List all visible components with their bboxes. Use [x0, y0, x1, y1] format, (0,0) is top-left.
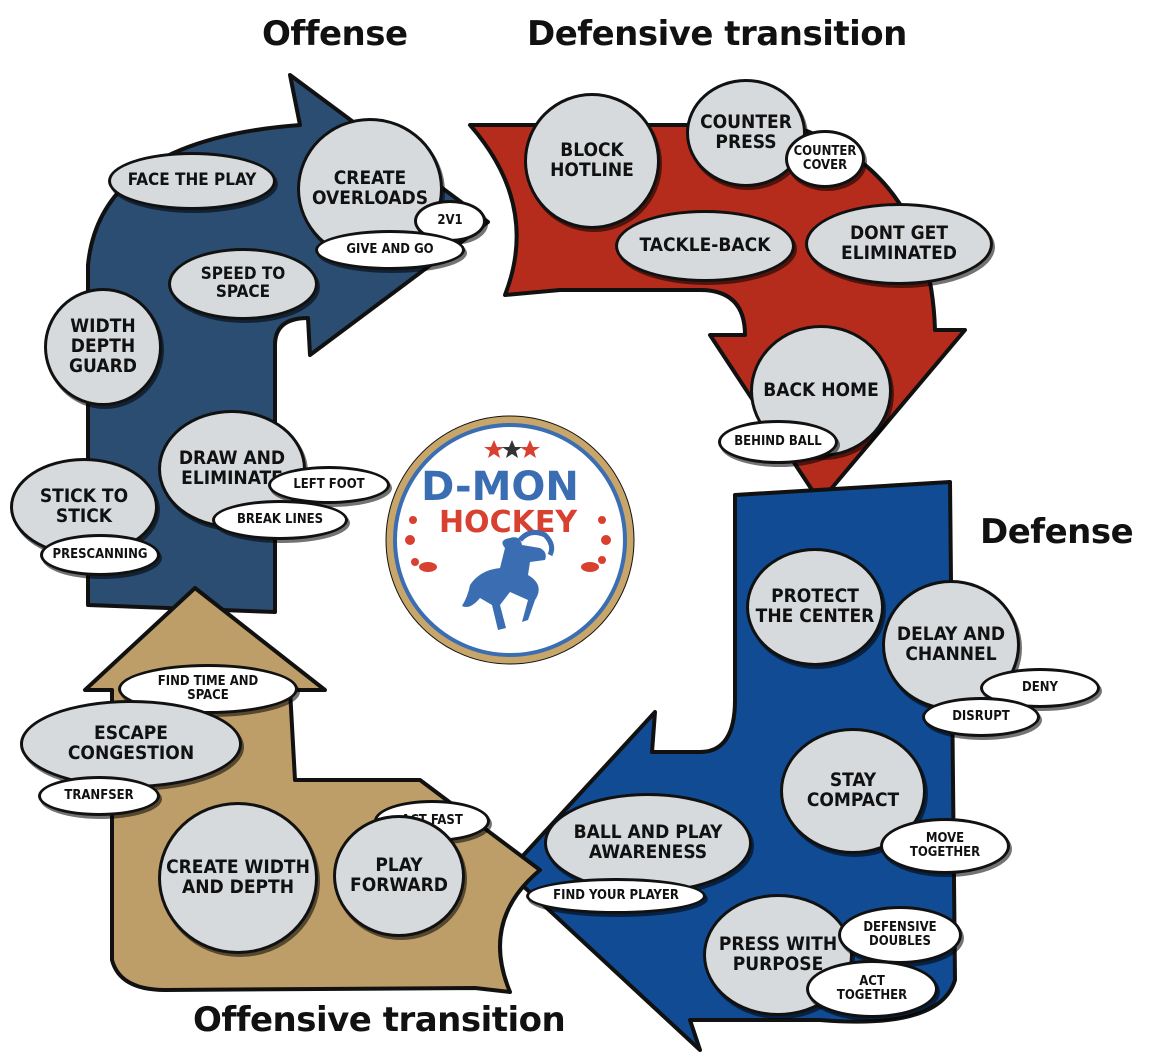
bubble-left-foot: LEFT FOOT — [268, 466, 390, 504]
logo-puck-dots — [405, 516, 611, 572]
dmon-hockey-logo: D-MON HOCKEY — [385, 415, 635, 665]
bubble-protect-the-center: PROTECT THE CENTER — [746, 548, 884, 666]
bubble-speed-to-space: SPEED TO SPACE — [168, 248, 318, 320]
bubble-dont-get-eliminated: DONT GET ELIMINATED — [805, 203, 993, 285]
bubble-press-with-purpose: PRESS WITH PURPOSE — [703, 894, 853, 1016]
logo-horse-rider-icon — [462, 537, 546, 630]
bubble-give-and-go: GIVE AND GO — [315, 230, 465, 270]
bubble-create-width-and-depth: CREATE WIDTH AND DEPTH — [158, 802, 318, 954]
logo-stars — [484, 440, 540, 458]
logo-text-dmon: D-MON — [421, 464, 579, 510]
bubble-ball-and-play-awareness: BALL AND PLAY AWARENESS — [544, 793, 752, 893]
title-offense: Offense — [262, 14, 408, 54]
bubble-prescanning: PRESCANNING — [40, 534, 160, 576]
bubble-width-depth-guard: WIDTH DEPTH GUARD — [44, 288, 162, 406]
bubble-counter-cover: COUNTER COVER — [785, 130, 865, 188]
title-offensive-transition: Offensive transition — [193, 1000, 566, 1040]
bubble-stick-to-stick: STICK TO STICK — [10, 458, 158, 556]
bubble-transfer: TRANFSER — [38, 776, 160, 816]
logo-text-hockey: HOCKEY — [439, 505, 578, 540]
bubble-escape-congestion: ESCAPE CONGESTION — [20, 700, 242, 788]
bubble-act-together: ACT TOGETHER — [806, 960, 938, 1018]
title-defensive-transition: Defensive transition — [527, 14, 907, 54]
bubble-behind-ball: BEHIND BALL — [718, 420, 838, 464]
bubble-block-hotline: BLOCK HOTLINE — [524, 93, 660, 229]
title-defense: Defense — [980, 512, 1134, 552]
bubble-break-lines: BREAK LINES — [212, 500, 348, 540]
bubble-face-the-play: FACE THE PLAY — [108, 152, 276, 210]
bubble-disrupt: DISRUPT — [922, 697, 1040, 737]
bubble-move-together: MOVE TOGETHER — [880, 818, 1010, 874]
bubble-defensive-doubles: DEFENSIVE DOUBLES — [838, 906, 962, 964]
bubble-find-your-player: FIND YOUR PLAYER — [526, 878, 706, 914]
bubble-tackle-back: TACKLE-BACK — [615, 210, 795, 282]
bubble-play-forward: PLAY FORWARD — [333, 815, 465, 937]
